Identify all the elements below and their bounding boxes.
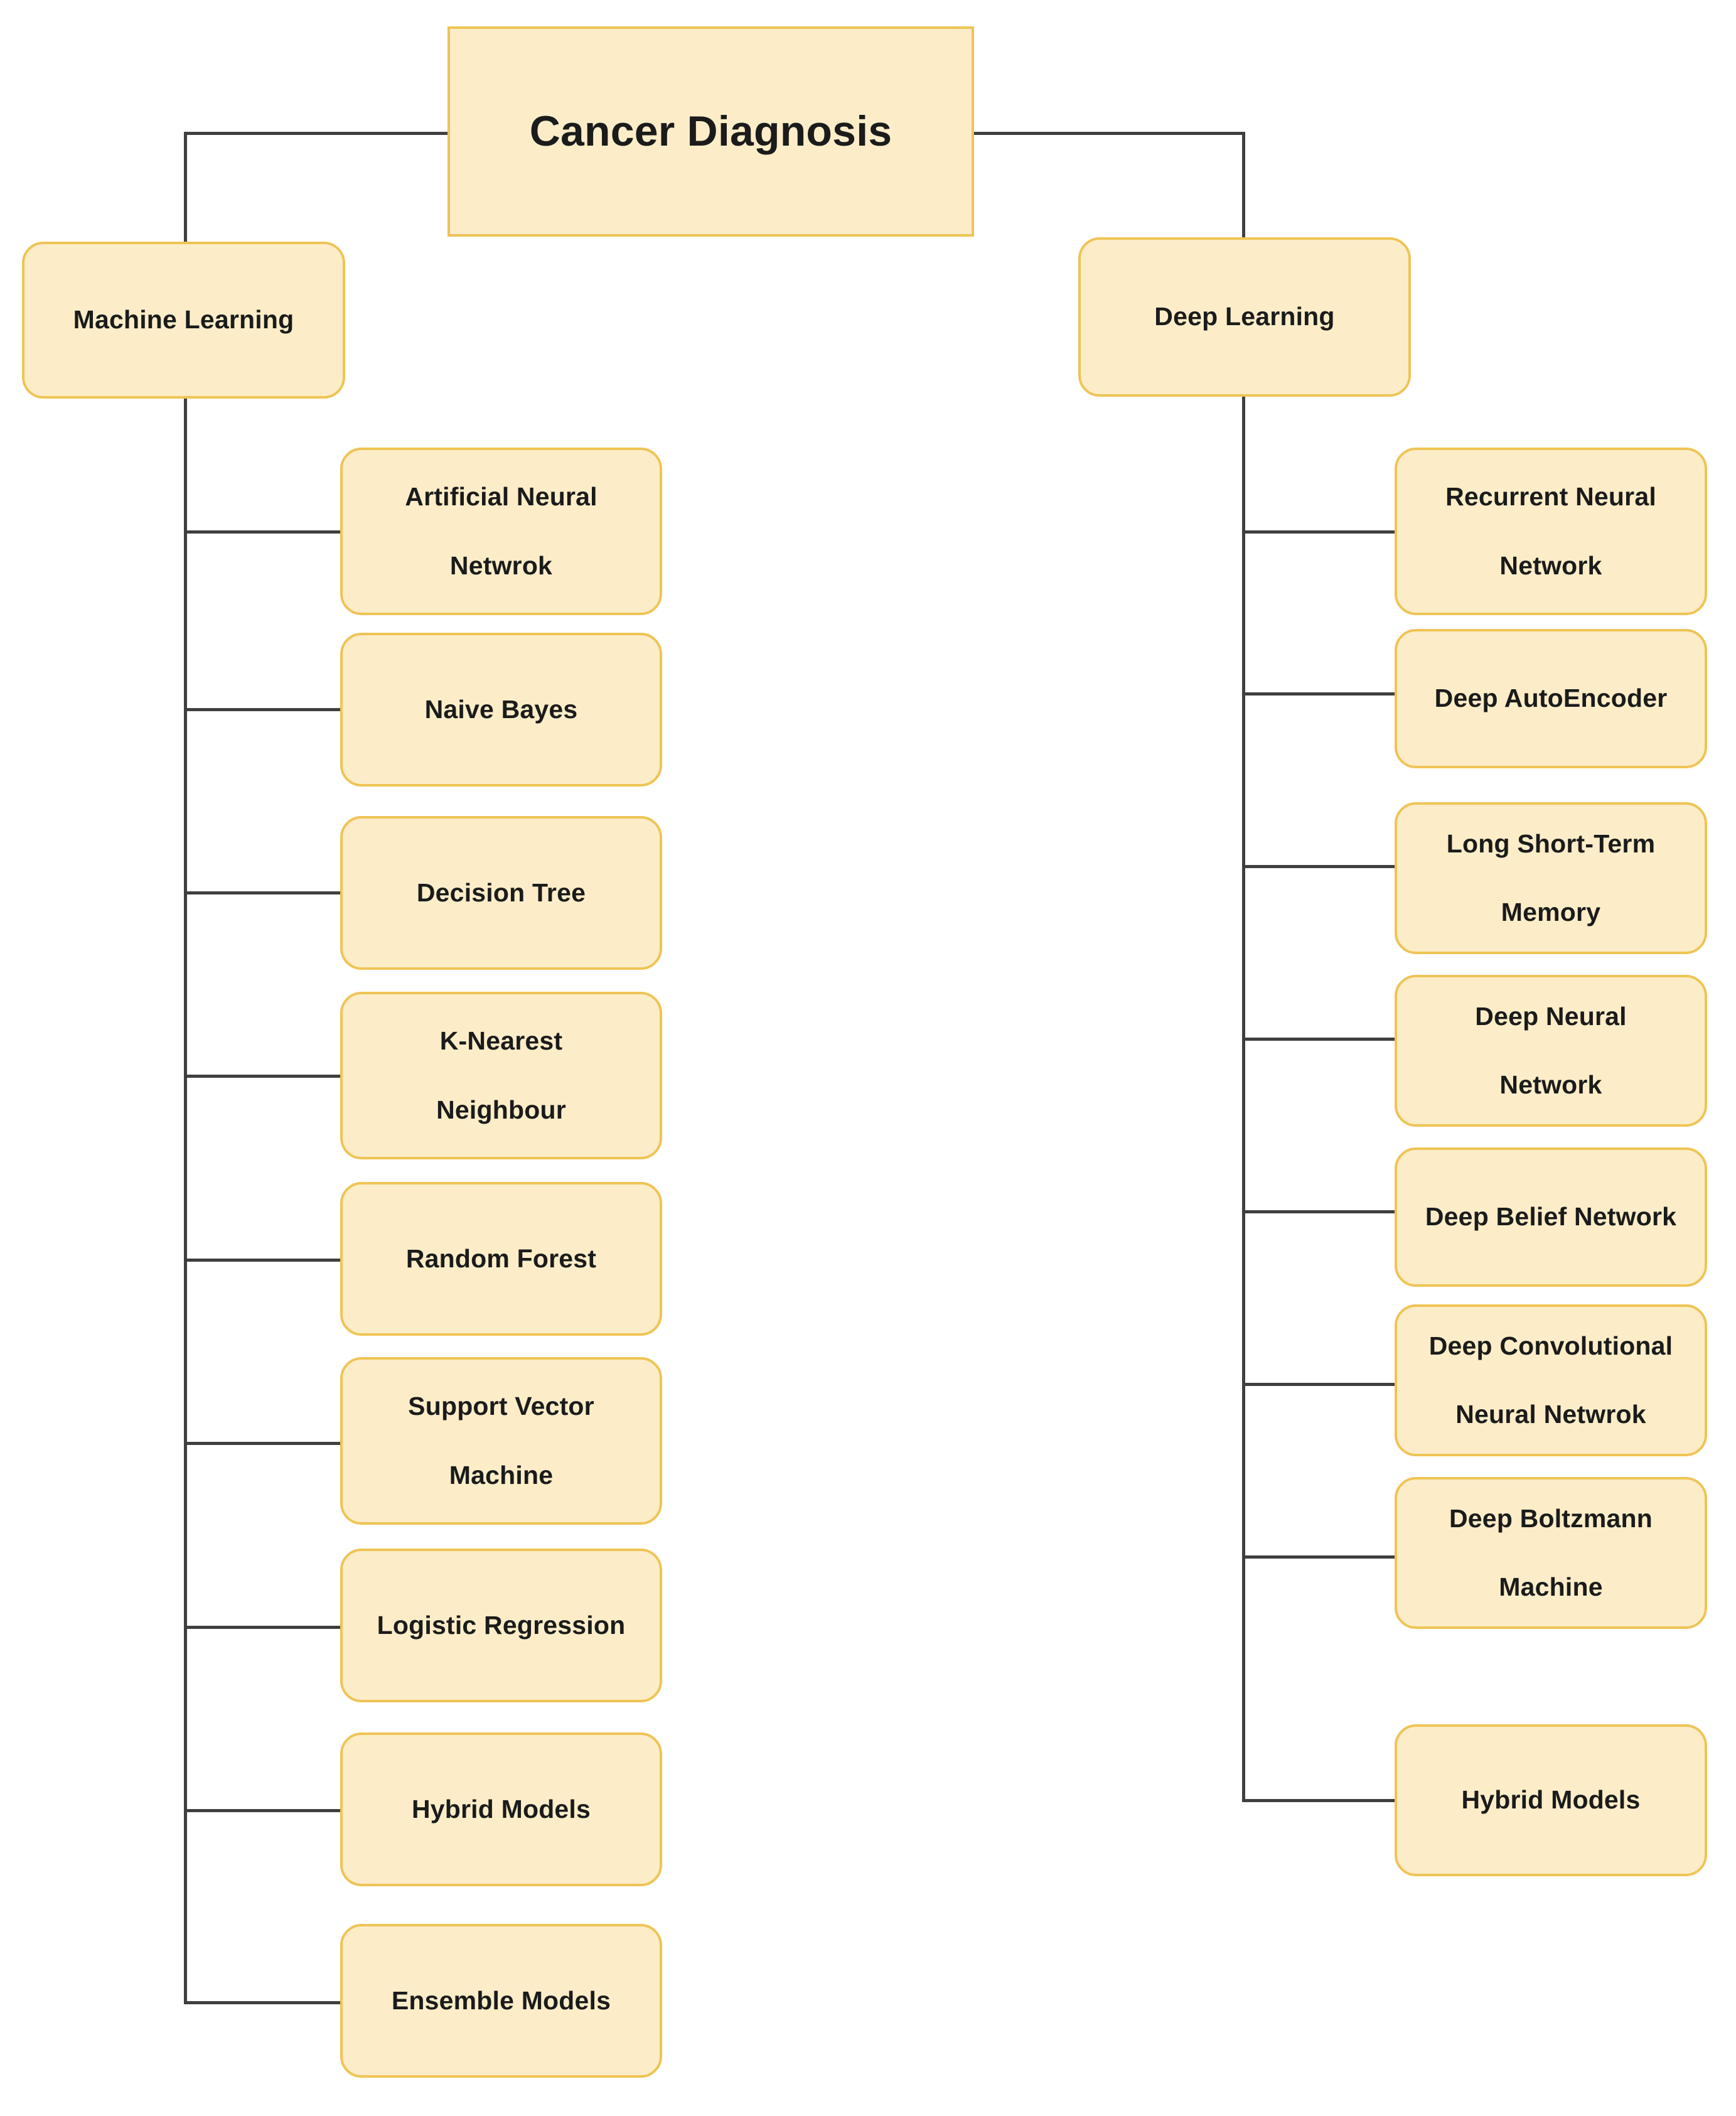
node-deep-convolutional-neural-netwrok[interactable]: Deep Convolutional Neural Netwrok [1395, 1304, 1707, 1456]
node-deep-learning[interactable]: Deep Learning [1078, 237, 1411, 397]
connector-root-left-drop [184, 132, 187, 244]
node-machine-learning[interactable]: Machine Learning [22, 242, 345, 399]
node-ensemble-models[interactable]: Ensemble Models [340, 1924, 662, 2078]
node-label: Hybrid Models [411, 1794, 591, 1823]
connector-root-right-drop [1242, 132, 1245, 240]
node-deep-belief-network[interactable]: Deep Belief Network [1395, 1147, 1707, 1287]
connector-ml-rung-5 [184, 1259, 342, 1262]
node-label-line2: Network [1499, 550, 1602, 580]
node-naive-bayes[interactable]: Naive Bayes [340, 633, 662, 787]
node-label-line1: Support Vector [408, 1392, 594, 1421]
node-hybrid-models-ml[interactable]: Hybrid Models [340, 1732, 662, 1886]
node-label-line1: Deep Boltzmann [1449, 1503, 1653, 1533]
node-label-line2: Network [1499, 1070, 1602, 1099]
connector-dl-rung-3 [1242, 865, 1396, 868]
node-logistic-regression[interactable]: Logistic Regression [340, 1549, 662, 1702]
connector-dl-rung-5 [1242, 1210, 1396, 1213]
node-label: Machine Learning [73, 305, 294, 335]
node-label-line2: Netwrok [449, 550, 553, 580]
node-label: Cancer Diagnosis [529, 107, 892, 155]
connector-ml-rung-6 [184, 1442, 342, 1445]
connector-ml-rung-7 [184, 1626, 342, 1629]
node-label-line1: Long Short-Term [1446, 829, 1656, 858]
connector-ml-rung-9 [184, 2001, 342, 2004]
node-label-line1: Artificial Neural [405, 482, 597, 512]
node-random-forest[interactable]: Random Forest [340, 1182, 662, 1336]
node-label-line2: Machine [1499, 1572, 1603, 1601]
node-label-line1: Deep Neural [1475, 1001, 1627, 1031]
node-k-nearest-neighbour[interactable]: K-Nearest Neighbour [340, 992, 662, 1159]
node-support-vector-machine[interactable]: Support Vector Machine [340, 1357, 662, 1525]
connector-ml-rung-1 [184, 530, 342, 534]
connector-dl-rung-8 [1242, 1799, 1396, 1802]
connector-dl-rung-7 [1242, 1555, 1396, 1559]
node-label-line1: K-Nearest [439, 1026, 563, 1056]
node-deep-autoencoder[interactable]: Deep AutoEncoder [1395, 629, 1707, 768]
connector-ml-rung-4 [184, 1075, 342, 1078]
node-label: Naive Bayes [424, 694, 578, 724]
connector-ml-rung-3 [184, 891, 342, 894]
connector-ml-rung-2 [184, 708, 342, 711]
node-deep-boltzmann-machine[interactable]: Deep Boltzmann Machine [1395, 1477, 1707, 1629]
node-label: Random Forest [405, 1243, 597, 1273]
node-label: Logistic Regression [377, 1610, 626, 1640]
node-decision-tree[interactable]: Decision Tree [340, 816, 662, 970]
node-label: Deep Belief Network [1425, 1202, 1677, 1232]
node-label-line2: Memory [1501, 898, 1601, 926]
node-long-short-term-memory[interactable]: Long Short-Term Memory [1395, 802, 1707, 954]
connector-ml-rung-8 [184, 1809, 342, 1812]
node-label-line2: Neighbour [436, 1095, 566, 1124]
node-label-line1: Deep Convolutional [1428, 1331, 1673, 1360]
node-artificial-neural-netwrok[interactable]: Artificial Neural Netwrok [340, 448, 662, 615]
node-label-line2: Neural Netwrok [1455, 1400, 1646, 1429]
connector-root-right [973, 132, 1245, 135]
node-label: Ensemble Models [391, 1985, 611, 2015]
connector-dl-trunk [1242, 395, 1245, 1802]
connector-dl-rung-1 [1242, 530, 1396, 534]
node-hybrid-models-dl[interactable]: Hybrid Models [1395, 1724, 1707, 1876]
node-label-line1: Recurrent Neural [1445, 482, 1656, 512]
node-label: Deep AutoEncoder [1434, 684, 1668, 713]
connector-ml-trunk [184, 397, 187, 2004]
connector-dl-rung-6 [1242, 1383, 1396, 1386]
node-label: Decision Tree [416, 878, 586, 907]
connector-dl-rung-2 [1242, 692, 1396, 695]
node-deep-neural-network[interactable]: Deep Neural Network [1395, 975, 1707, 1127]
node-label-line2: Machine [449, 1460, 554, 1490]
node-recurrent-neural-network[interactable]: Recurrent Neural Network [1395, 448, 1707, 615]
connector-root-left [184, 132, 449, 135]
connector-dl-rung-4 [1242, 1038, 1396, 1041]
node-label: Deep Learning [1154, 302, 1335, 331]
node-label: Hybrid Models [1461, 1785, 1641, 1815]
node-cancer-diagnosis[interactable]: Cancer Diagnosis [447, 26, 974, 237]
